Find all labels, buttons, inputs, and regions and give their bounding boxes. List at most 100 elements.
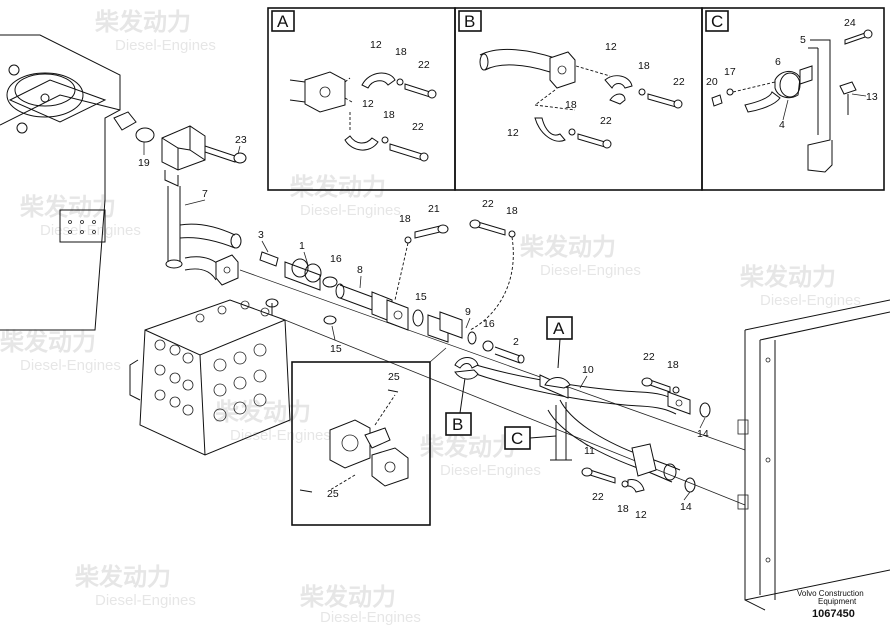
callout-22-b1: 22 xyxy=(673,76,685,88)
watermark-sub: Diesel-Engines xyxy=(40,222,141,239)
callout-4: 4 xyxy=(779,119,785,131)
callout-2: 2 xyxy=(513,336,519,348)
footer: Volvo Construction Equipment 1067450 xyxy=(797,589,864,620)
callout-labels: 1 2 3 4 5 6 7 8 9 10 11 12 12 12 12 12 1… xyxy=(138,17,878,521)
watermark-sub: Diesel-Engines xyxy=(230,427,331,444)
callout-22-a2: 22 xyxy=(412,121,424,133)
callout-22-a1: 22 xyxy=(418,59,430,71)
callout-19: 19 xyxy=(138,157,150,169)
callout-12-b2: 12 xyxy=(507,127,519,139)
main-tag-c-label: C xyxy=(511,429,523,448)
main-clamps xyxy=(454,357,571,389)
watermark-sub: Diesel-Engines xyxy=(20,357,121,374)
callout-18-a1: 18 xyxy=(395,46,407,58)
watermark-sub: Diesel-Engines xyxy=(320,609,421,626)
footer-company-line2: Equipment xyxy=(818,597,857,606)
watermark-brand: 柴发动力 xyxy=(94,8,191,36)
callout-16-b: 16 xyxy=(483,318,495,330)
callout-14-a: 14 xyxy=(697,428,709,440)
callout-11: 11 xyxy=(584,445,595,457)
watermark-brand: 柴发动力 xyxy=(739,263,836,291)
pipe-10 xyxy=(459,359,711,418)
footer-company-line1: Volvo Construction xyxy=(797,589,864,598)
watermark-brand: 柴发动力 xyxy=(214,398,311,426)
callout-1: 1 xyxy=(299,240,305,252)
footer-doc-number: 1067450 xyxy=(812,608,855,620)
callout-25-a: 25 xyxy=(388,371,400,383)
inset-drawing xyxy=(299,389,409,493)
callout-10: 10 xyxy=(582,364,594,376)
watermark-brand: 柴发动力 xyxy=(519,233,616,261)
callout-leaders xyxy=(143,93,867,501)
callout-5: 5 xyxy=(800,34,806,46)
watermark-sub: Diesel-Engines xyxy=(300,202,401,219)
watermark-sub: Diesel-Engines xyxy=(440,462,541,479)
callout-17: 17 xyxy=(724,66,736,78)
main-tag-b: B xyxy=(445,377,472,436)
detail-c-drawing xyxy=(711,29,873,173)
callout-8: 8 xyxy=(357,264,363,276)
watermark-sub: Diesel-Engines xyxy=(115,37,216,54)
callout-18-main1: 18 xyxy=(399,213,411,225)
watermark-brand: 柴发动力 xyxy=(419,433,516,461)
return-line xyxy=(239,251,746,506)
main-tag-a: A xyxy=(546,316,573,369)
main-tag-a-label: A xyxy=(553,319,565,338)
watermark-sub: Diesel-Engines xyxy=(540,262,641,279)
watermark-layer: 柴发动力 Diesel-Engines 柴发动力 Diesel-Engines … xyxy=(0,8,861,626)
watermark-sub: Diesel-Engines xyxy=(95,592,196,609)
callout-18-b1: 18 xyxy=(638,60,650,72)
detail-tag-a: A xyxy=(277,12,289,31)
callout-15-b: 15 xyxy=(330,343,342,355)
callout-22-b2: 22 xyxy=(600,115,612,127)
callout-21: 21 xyxy=(428,203,440,215)
inset-leader xyxy=(429,347,447,363)
callout-23: 23 xyxy=(235,134,247,146)
main-tag-b-label: B xyxy=(452,415,463,434)
detail-tag-b: B xyxy=(464,12,475,31)
callout-22-main1: 22 xyxy=(482,198,494,210)
callout-7: 7 xyxy=(202,188,208,200)
callout-22-main2: 22 xyxy=(643,351,655,363)
hydraulic-tank xyxy=(0,34,137,331)
callout-12-a2: 12 xyxy=(362,98,374,110)
callout-25-b: 25 xyxy=(327,488,339,500)
lower-bolt-set xyxy=(581,377,680,493)
watermark-brand: 柴发动力 xyxy=(74,563,171,591)
callout-6: 6 xyxy=(775,56,781,68)
detail-tag-c: C xyxy=(711,12,723,31)
callout-3: 3 xyxy=(258,229,264,241)
oil-cooler xyxy=(737,299,890,611)
callout-18-a2: 18 xyxy=(383,109,395,121)
detail-box-c xyxy=(701,7,885,191)
callout-24: 24 xyxy=(844,17,856,29)
main-tag-c: C xyxy=(504,426,557,450)
suction-pipe xyxy=(165,186,242,286)
callout-16-a: 16 xyxy=(330,253,342,265)
watermark-sub: Diesel-Engines xyxy=(760,292,861,309)
callout-12-b1: 12 xyxy=(605,41,617,53)
callout-22-main3: 22 xyxy=(592,491,604,503)
detail-tag-c-box xyxy=(705,10,729,32)
inset-detail-box xyxy=(291,361,431,526)
pipe-11 xyxy=(547,399,696,493)
detail-tag-a-box xyxy=(271,10,295,32)
callout-9: 9 xyxy=(465,306,471,318)
watermark-brand: 柴发动力 xyxy=(0,328,96,356)
detail-tag-b-box xyxy=(458,10,482,32)
watermark-brand: 柴发动力 xyxy=(289,173,386,201)
callout-18-b2: 18 xyxy=(565,99,577,111)
detail-b-drawing xyxy=(479,49,683,149)
callout-13: 13 xyxy=(866,91,878,103)
callout-12-main: 12 xyxy=(635,509,647,521)
callout-14-b: 14 xyxy=(680,501,692,513)
detail-a-drawing xyxy=(289,71,437,162)
callout-12-a1: 12 xyxy=(370,39,382,51)
watermark-brand: 柴发动力 xyxy=(299,583,396,611)
watermark-brand: 柴发动力 xyxy=(19,193,116,221)
suction-fitting xyxy=(135,125,247,187)
callout-18-main4: 18 xyxy=(617,503,629,515)
callout-18-main3: 18 xyxy=(667,359,679,371)
upper-bolt-set xyxy=(394,219,516,331)
